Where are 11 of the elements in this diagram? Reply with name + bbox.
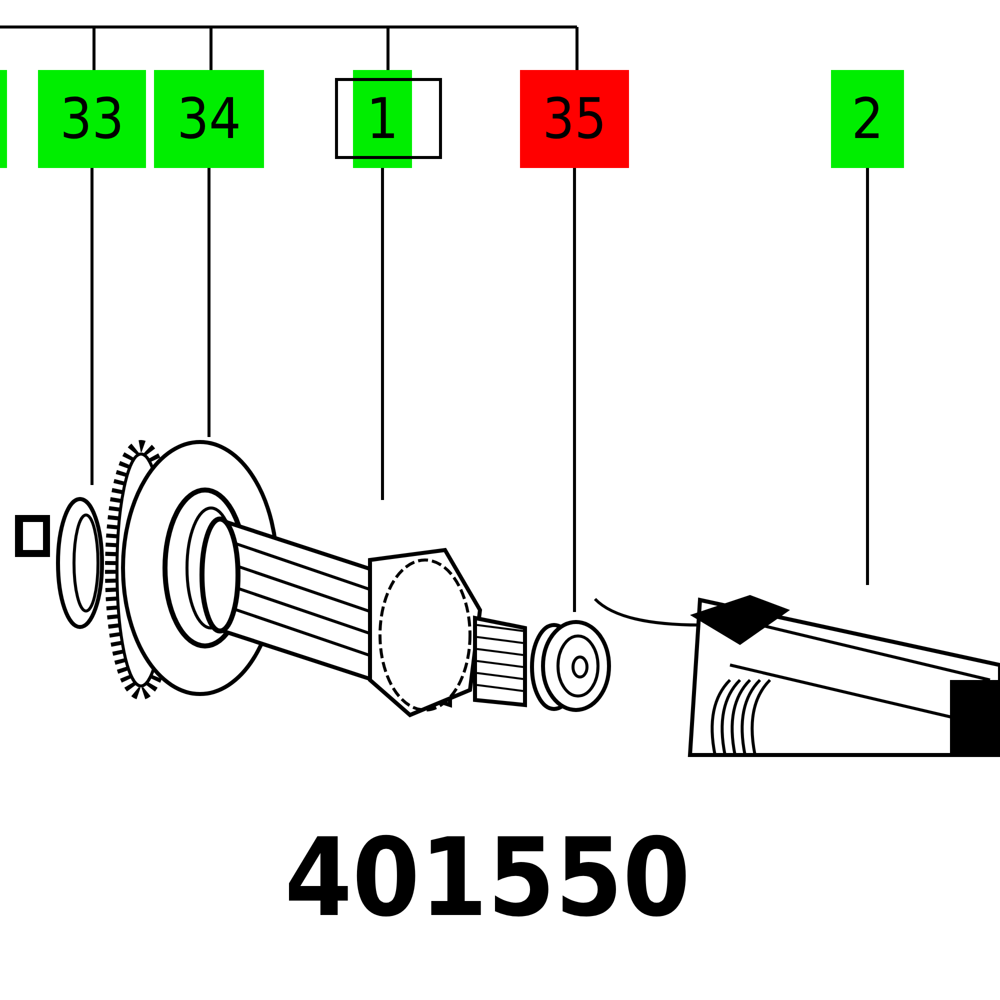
part-number: 401550	[284, 820, 692, 939]
leader-line	[866, 168, 869, 585]
callout-number: 35	[520, 70, 629, 168]
callout-number: 2	[831, 70, 904, 168]
leader-line	[381, 168, 384, 500]
callout-number: 34	[154, 70, 264, 168]
leader-line	[573, 168, 576, 612]
leader-line	[208, 168, 210, 437]
callout-number: 1	[353, 70, 412, 168]
callout-number: 33	[38, 70, 146, 168]
leader-line	[90, 168, 94, 485]
